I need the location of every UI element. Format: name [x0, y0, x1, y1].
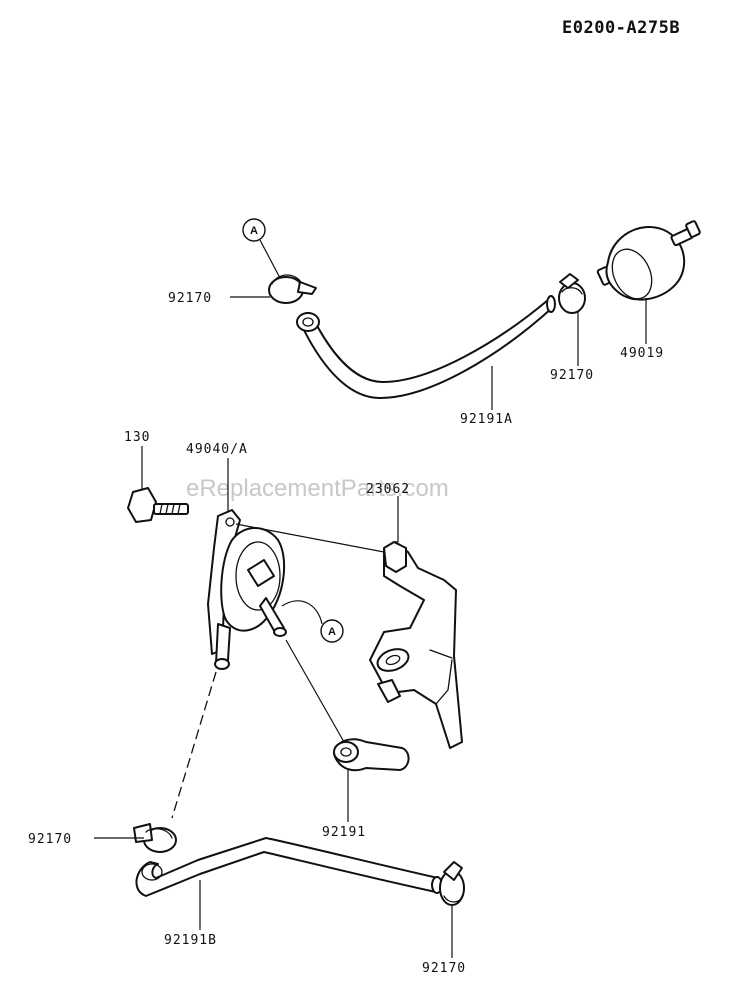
- clamp-top-left[interactable]: [268, 274, 317, 304]
- fuel-pump[interactable]: [207, 509, 287, 670]
- svg-text:A: A: [250, 225, 258, 237]
- clamp-top-right[interactable]: [558, 273, 586, 314]
- assembly-line: [235, 523, 385, 553]
- label-92191b: 92191B: [164, 933, 217, 948]
- clamp-bottom-left[interactable]: [133, 823, 177, 853]
- dashed-route: [171, 671, 217, 819]
- callout-a-pump: A: [281, 600, 344, 643]
- diagram-code: E0200-A275B: [562, 18, 680, 38]
- label-23062: 23062: [366, 482, 410, 497]
- hose-92191[interactable]: [333, 738, 410, 772]
- label-92170-top-right: 92170: [550, 368, 594, 383]
- hose-92191a[interactable]: [296, 295, 556, 399]
- svg-text:A: A: [328, 626, 336, 638]
- label-49019: 49019: [620, 346, 664, 361]
- watermark: eReplacementParts.com: [186, 475, 449, 502]
- label-92191a: 92191A: [460, 412, 513, 427]
- hose-92191-line: [285, 639, 345, 743]
- fuel-filter[interactable]: [596, 220, 701, 306]
- clamp-bottom-right[interactable]: [439, 861, 465, 906]
- bracket-23062[interactable]: [369, 541, 463, 749]
- label-49040a: 49040/A: [186, 442, 248, 457]
- label-92170-bottom-right: 92170: [422, 961, 466, 976]
- label-92191: 92191: [322, 825, 366, 840]
- label-130: 130: [124, 430, 150, 445]
- label-92170-bottom-left: 92170: [28, 832, 72, 847]
- callout-a-top: A: [242, 218, 281, 279]
- hose-92191b[interactable]: [135, 837, 443, 897]
- bolt-130[interactable]: [127, 487, 189, 523]
- label-92170-top-left: 92170: [168, 291, 212, 306]
